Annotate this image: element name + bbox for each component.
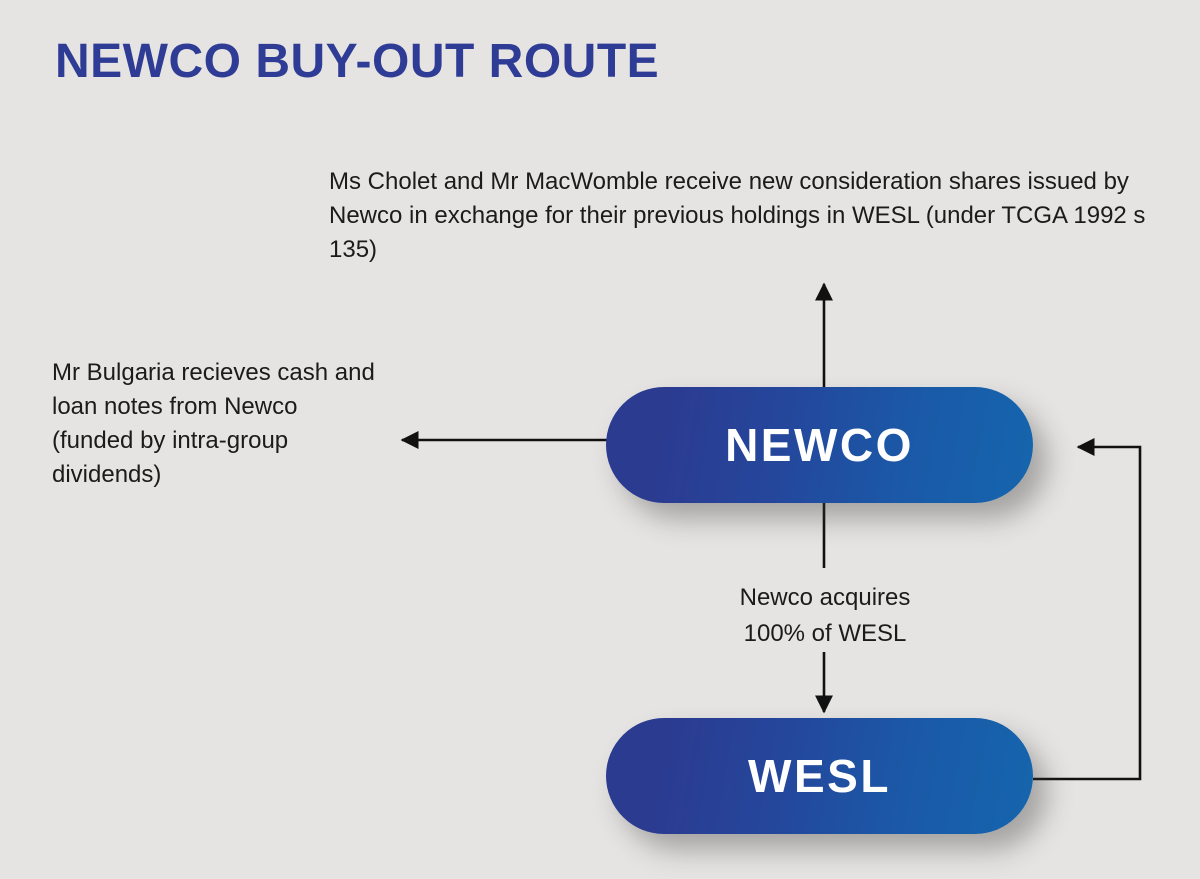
arrow-wesl-to-newco-loop (1033, 437, 1142, 781)
node-newco[interactable]: NEWCO (606, 387, 1033, 503)
note-newco-acquires: Newco acquires 100% of WESL (739, 584, 911, 647)
note-consideration-shares: Ms Cholet and Mr MacWomble receive new c… (329, 168, 1146, 263)
node-newco-label: NEWCO (725, 419, 914, 471)
node-wesl-label: WESL (748, 750, 891, 802)
node-wesl[interactable]: WESL (606, 718, 1033, 834)
page-title: NEWCO BUY-OUT ROUTE (55, 35, 660, 88)
note-bulgaria-cash: Mr Bulgaria recieves cash and loan notes… (52, 359, 375, 488)
